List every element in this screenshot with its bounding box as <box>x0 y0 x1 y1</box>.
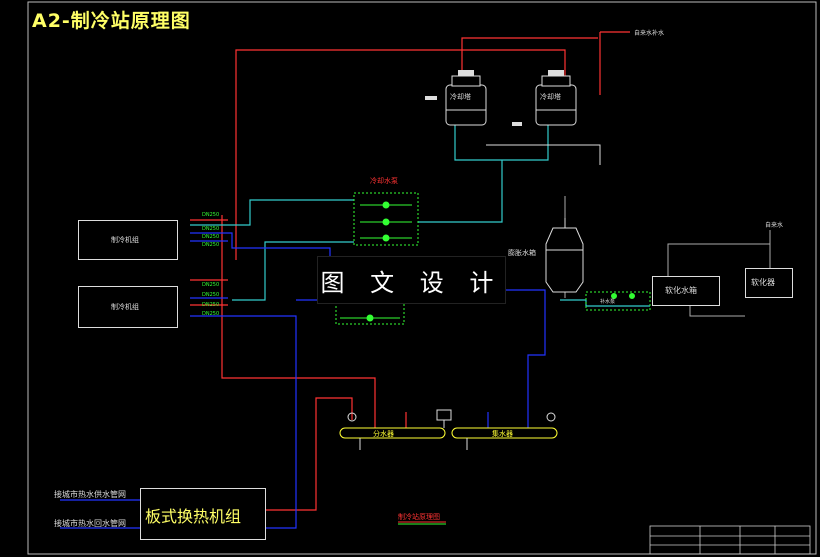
dn-label-4: DN250 <box>202 242 220 248</box>
city-supply-label: 接城市热水供水管网 <box>54 490 126 499</box>
blue-pipe-hx-return <box>190 315 297 529</box>
grey-pipe-tower-base <box>486 144 601 165</box>
softened-tank-box[interactable]: 软化水箱 <box>652 276 720 306</box>
expansion-tank-label: 膨胀水箱 <box>508 249 536 257</box>
dn-label-3: DN250 <box>202 234 220 240</box>
title-block <box>649 525 811 555</box>
softener-label: 软化器 <box>751 278 775 287</box>
cyan-pipe-to-pump <box>418 160 503 223</box>
soft-pump-label: 补水泵 <box>600 299 616 305</box>
cyan-pipe-c1 <box>190 199 354 226</box>
chiller-2-label: 制冷机组 <box>111 303 139 311</box>
dn-label-6: DN250 <box>202 292 220 298</box>
dn-label-7: DN250 <box>202 302 220 308</box>
cyan-pipe-tower-bottom <box>454 125 549 161</box>
expansion-tank <box>545 218 584 293</box>
dn-label-8: DN250 <box>202 311 220 317</box>
cyan-pipe-c2 <box>232 241 354 301</box>
drawing-frame <box>27 1 817 555</box>
city-return-label: 接城市热水回水管网 <box>54 519 126 528</box>
grey-pipe-softener <box>667 243 771 276</box>
dn-label-2: DN250 <box>202 226 220 232</box>
return-header-label: 集水器 <box>492 430 513 438</box>
heat-exchanger-box[interactable]: 板式换热机组 <box>140 488 266 540</box>
red-pipe-supply <box>221 215 376 428</box>
chiller-2-box[interactable]: 制冷机组 <box>78 286 178 328</box>
cooling-pump-group <box>353 192 419 246</box>
red-pipe-top <box>235 49 566 260</box>
chiller-1-label: 制冷机组 <box>111 236 139 244</box>
dn-label-5: DN250 <box>202 282 220 288</box>
dn-label-1: DN250 <box>202 212 220 218</box>
return-header <box>451 427 558 450</box>
softened-tank-label: 软化水箱 <box>665 286 697 295</box>
cooling-pump-label: 冷却水泵 <box>370 177 398 185</box>
cooling-tower-1 <box>425 70 487 126</box>
softener-box[interactable]: 软化器 <box>745 268 793 298</box>
tower-1-label: 冷却塔 <box>450 93 471 101</box>
grey-pipe-soft-out <box>689 306 745 317</box>
supply-header <box>339 427 446 450</box>
supply-header-label: 分水器 <box>373 430 394 438</box>
soft-pump-group <box>585 291 651 311</box>
heat-exchanger-label: 板式换热机组 <box>145 507 242 526</box>
tower-2-label: 冷却塔 <box>540 93 561 101</box>
watermark: 图 文 设 计 <box>317 256 506 304</box>
side-top-label: 自来水 <box>765 222 784 229</box>
cooling-tower-2 <box>512 70 577 126</box>
red-pipe-hx <box>266 397 353 511</box>
external-water-label: 自来水补水 <box>634 30 665 37</box>
page-title: A2-制冷站原理图 <box>32 10 191 32</box>
header-devices <box>347 409 556 428</box>
legend-title: 制冷站原理图 <box>398 513 440 521</box>
cyan-pipes <box>190 125 650 307</box>
chiller-1-box[interactable]: 制冷机组 <box>78 220 178 260</box>
